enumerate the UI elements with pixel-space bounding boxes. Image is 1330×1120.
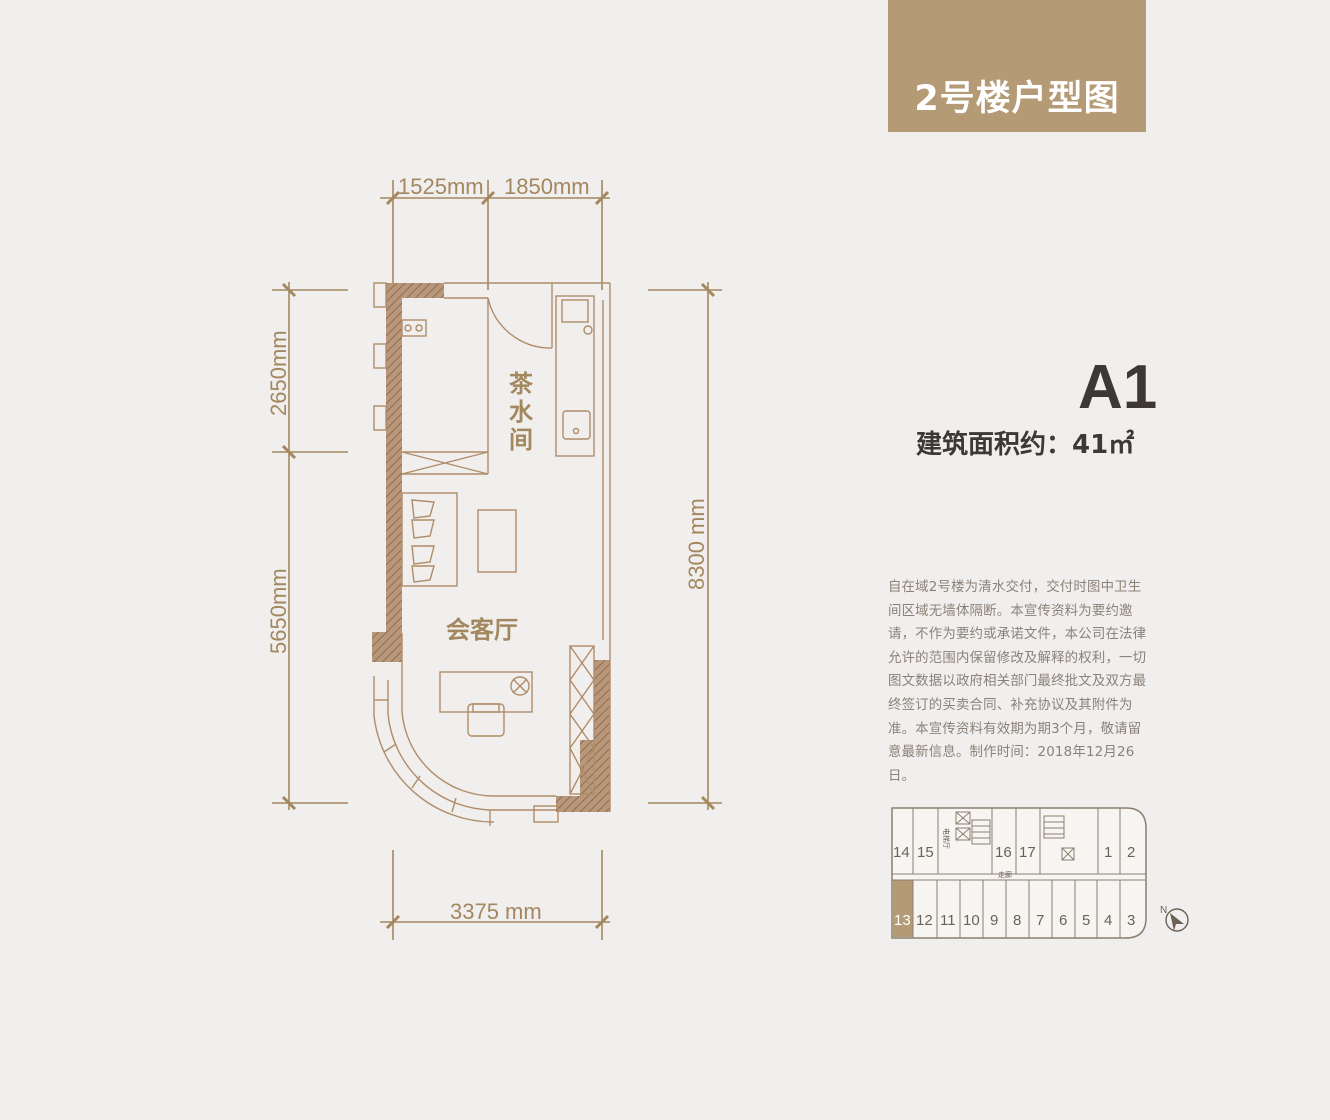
- dim-right: 8300 mm: [684, 498, 709, 590]
- dim-bottom: 3375 mm: [450, 899, 542, 924]
- keyplan-unit-17: 17: [1019, 844, 1036, 861]
- keyplan-unit-14: 14: [893, 844, 910, 861]
- unit-code: A1: [1078, 353, 1158, 422]
- keyplan-unit-4: 4: [1104, 912, 1112, 929]
- keyplan-unit-16: 16: [995, 844, 1012, 861]
- keyplan-unit-3: 3: [1127, 912, 1135, 929]
- title-banner: 2号楼户型图: [888, 0, 1146, 132]
- keyplan-unit-15: 15: [917, 844, 934, 861]
- keyplan-unit-10: 10: [963, 912, 980, 929]
- area-label: 建筑面积约：: [916, 430, 1073, 460]
- dim-left-lower: 5650mm: [266, 568, 291, 654]
- page-title: 2号楼户型图: [914, 79, 1120, 119]
- keyplan-stair-label: 电梯厅: [942, 828, 951, 849]
- keyplan-unit-13: 13: [894, 912, 911, 929]
- keyplan-unit-7: 7: [1036, 912, 1044, 929]
- room-label-reception: 会客厅: [446, 616, 518, 644]
- walls: [372, 283, 610, 812]
- keyplan-unit-1: 1: [1104, 844, 1112, 861]
- keyplan-unit-8: 8: [1013, 912, 1021, 929]
- compass-north-label: N: [1160, 905, 1167, 916]
- disclaimer-text: 自在域2号楼为清水交付，交付时图中卫生间区域无墙体隔断。本宣传资料为要约邀请，不…: [888, 580, 1147, 784]
- dim-top-left: 1525mm: [398, 174, 484, 199]
- dimension-lines: [272, 180, 722, 940]
- room-label-tea-3: 间: [509, 426, 533, 454]
- compass-icon: N: [1160, 905, 1189, 932]
- area-value: 41㎡: [1072, 430, 1135, 460]
- area-line: 建筑面积约：41㎡: [916, 424, 1134, 461]
- keyplan-corridor-label: 走廊: [998, 870, 1012, 879]
- dim-left-upper: 2650mm: [266, 330, 291, 416]
- keyplan-unit-6: 6: [1059, 912, 1067, 929]
- keyplan-unit-9: 9: [990, 912, 998, 929]
- room-label-tea-2: 水: [509, 398, 534, 426]
- keyplan-unit-11: 11: [940, 912, 956, 929]
- plan-lines: [373, 282, 611, 826]
- key-plan: 电梯厅 走廊 14 15 16 17 1 2 13 12 11 10 9 8 7…: [891, 807, 1147, 939]
- room-label-tea-1: 茶: [509, 370, 534, 398]
- keyplan-unit-5: 5: [1082, 912, 1090, 929]
- keyplan-unit-2: 2: [1127, 844, 1135, 861]
- dim-top-right: 1850mm: [504, 174, 590, 199]
- keyplan-unit-12: 12: [916, 912, 933, 929]
